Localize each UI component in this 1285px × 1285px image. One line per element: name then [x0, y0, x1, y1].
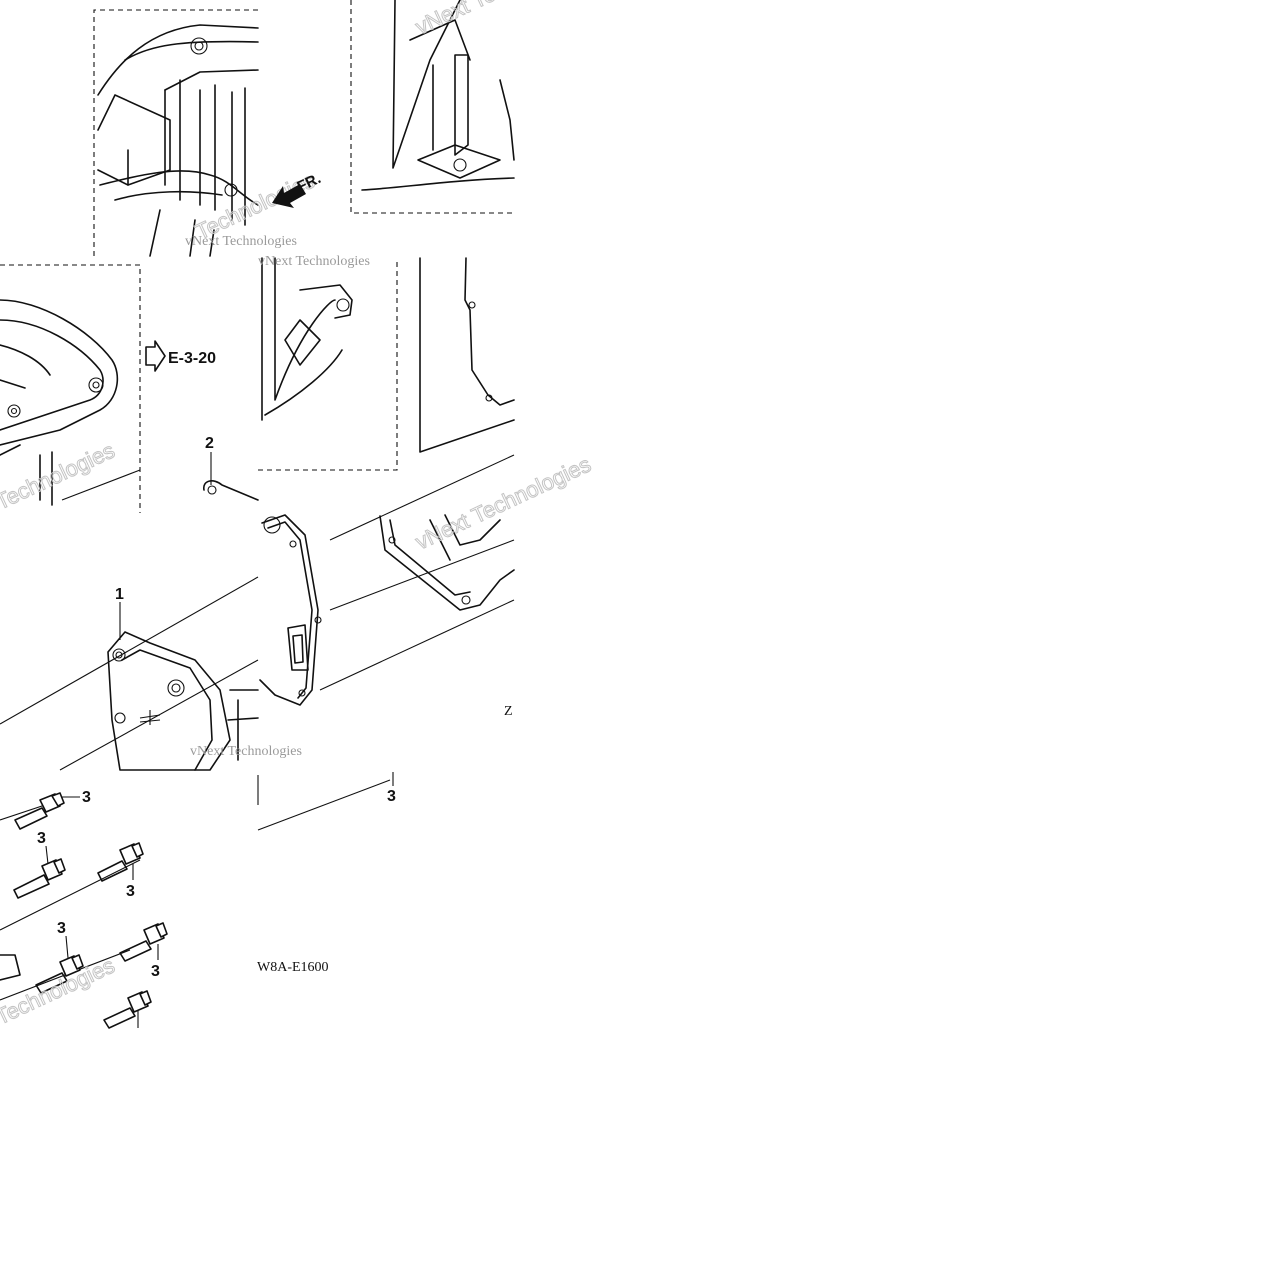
callouts: 1 2 3 3 3 3 3 3: [37, 435, 396, 980]
watermark: vNext Technologies: [412, 0, 595, 40]
detail-view-middle-right: vNext Technologies: [258, 254, 515, 471]
bolt: [103, 990, 152, 1029]
detail-view-middle-left: Technologies E-3-20: [0, 264, 216, 515]
edge-fragment-label: Z: [504, 704, 513, 719]
exploded-view-center: vNext Technologies vNext Technologies Z: [0, 451, 595, 771]
housing-flange: [379, 514, 515, 611]
bolt-set: Technologies: [0, 775, 391, 1030]
callout-3: 3: [37, 830, 46, 847]
watermark: vNext Technologies: [190, 744, 302, 759]
watermark: vNext Technologies: [258, 254, 370, 269]
watermark: vNext Technologies: [412, 451, 595, 554]
callout-1: 1: [115, 586, 124, 603]
callout-3: 3: [151, 963, 160, 980]
callout-2: 2: [205, 435, 214, 452]
bolt: [119, 922, 168, 962]
detail-view-top-middle: vNext Technologies FR.: [272, 0, 595, 214]
bolt: [97, 842, 144, 882]
callout-3: 3: [126, 883, 135, 900]
part-1-gasket: [107, 631, 259, 771]
bolt: [35, 954, 84, 994]
bolt: [14, 792, 65, 830]
bolt: [13, 858, 66, 899]
drawing-code: W8A-E1600: [257, 960, 329, 975]
detail-view-top-left: Technologies vNext Technologies: [93, 9, 319, 257]
page-reference-label: E-3-20: [168, 350, 216, 367]
callout-3: 3: [82, 789, 91, 806]
page-reference: E-3-20: [145, 340, 216, 372]
callout-3: 3: [387, 788, 396, 805]
callout-3: 3: [57, 920, 66, 937]
part-2-gasket: [203, 480, 322, 706]
watermark: vNext Technologies: [185, 234, 297, 249]
watermark: Technologies: [0, 438, 119, 515]
